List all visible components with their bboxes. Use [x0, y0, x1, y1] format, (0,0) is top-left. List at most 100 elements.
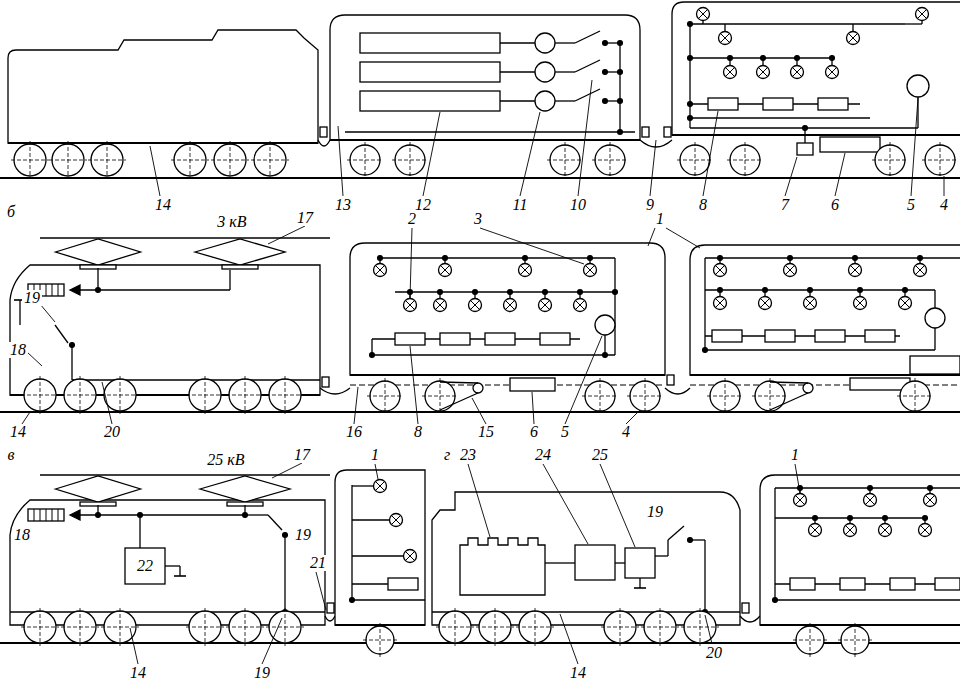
callout-number: 22 [135, 558, 155, 574]
coupler [320, 127, 327, 137]
lamp-cross [375, 481, 384, 490]
battery-box [820, 137, 880, 152]
lamp-cross [715, 265, 724, 274]
lamp-cross [795, 495, 804, 504]
wheel-axis [205, 376, 206, 414]
lamp-symbol [539, 299, 552, 312]
drive-belt [770, 382, 808, 383]
rail [0, 177, 960, 179]
lamp-cross [925, 495, 934, 504]
leader-line [40, 304, 55, 322]
wheel-axis [700, 608, 701, 646]
lamp-cross [865, 495, 874, 504]
leader-line [472, 398, 486, 424]
junction-dot [438, 290, 443, 295]
locomotive-body [432, 492, 740, 625]
wire [352, 555, 403, 556]
lamp-cross [785, 265, 794, 274]
lamp-cross [505, 300, 514, 309]
resistor-hatch [58, 284, 59, 296]
wire [284, 535, 285, 612]
junction-dot [578, 290, 583, 295]
lamp-cross [880, 525, 889, 534]
lamp-cross [850, 265, 859, 274]
drawing [0, 2, 960, 664]
locomotive-body [10, 265, 320, 395]
leader-line [705, 615, 712, 644]
junction-dot [858, 288, 863, 293]
wheel-axis [285, 608, 286, 646]
diesel-engine [460, 538, 545, 595]
wheel-axis [838, 640, 872, 641]
lamp-cross [405, 551, 414, 560]
generator-unit [360, 33, 500, 53]
lamp-symbol [849, 264, 862, 277]
wire [229, 270, 230, 290]
coupler [322, 377, 329, 387]
heater-element [395, 333, 425, 345]
switch-blade [268, 515, 282, 530]
coupler [742, 603, 749, 613]
leader-line [626, 410, 640, 424]
heater-element [815, 330, 845, 342]
lamp-cross [760, 298, 769, 307]
leader-line [795, 464, 800, 493]
voltage-label: 25 кВ [205, 452, 246, 468]
leader-line [262, 618, 282, 664]
callout-number: 8 [697, 197, 709, 213]
lamp-symbol [374, 264, 387, 277]
lamp-cross [917, 9, 926, 18]
leader-line [520, 112, 540, 196]
junction-dot [868, 486, 873, 491]
junction-dot [918, 256, 923, 261]
wire [775, 599, 960, 600]
junction-dot [508, 290, 513, 295]
lamp-symbol [916, 8, 929, 21]
pulley [803, 383, 813, 393]
junction-dot [853, 256, 858, 261]
panel-letter: в [6, 447, 17, 463]
locomotive-body [10, 500, 325, 625]
callout-number: 19 [22, 290, 42, 306]
lamp-symbol [714, 297, 727, 310]
leader-line [27, 352, 42, 366]
lamp-cross [375, 481, 384, 490]
callout-number: 20 [102, 424, 122, 440]
callout-number: 17 [292, 447, 312, 463]
lamp-cross [435, 300, 444, 309]
lamp-cross [391, 515, 400, 524]
wire [500, 42, 535, 43]
car-body [690, 245, 960, 375]
lamp-symbol [404, 299, 417, 312]
lamp-symbol [854, 297, 867, 310]
coupling-hose [320, 388, 350, 394]
frame [672, 134, 960, 136]
frame [350, 374, 665, 376]
wheel-axis [190, 141, 191, 179]
wire [80, 289, 230, 290]
junction-dot [618, 130, 623, 135]
wheel-axis [810, 623, 811, 657]
lamp-cross [505, 300, 514, 309]
lamp-symbol [804, 297, 817, 310]
callout-number: 4 [938, 197, 950, 213]
callout-number: 1 [654, 211, 666, 227]
lamp-cross [810, 525, 819, 534]
ground-symbol [634, 587, 646, 589]
car-body [350, 243, 665, 375]
callout-number: 1 [369, 447, 381, 463]
lamp-symbol [584, 264, 597, 277]
wire [619, 43, 620, 132]
callout-number: 5 [559, 424, 571, 440]
wheel-axis [80, 608, 81, 646]
lamp-cross [845, 525, 854, 534]
wire [351, 485, 352, 600]
wheel-axis [245, 376, 246, 414]
lamp-cross [725, 67, 734, 76]
junction-dot [903, 288, 908, 293]
leader-line [480, 228, 584, 264]
leader-line [543, 464, 588, 544]
junction-dot [763, 288, 768, 293]
leader-line [532, 392, 534, 424]
heater-element [708, 98, 738, 110]
